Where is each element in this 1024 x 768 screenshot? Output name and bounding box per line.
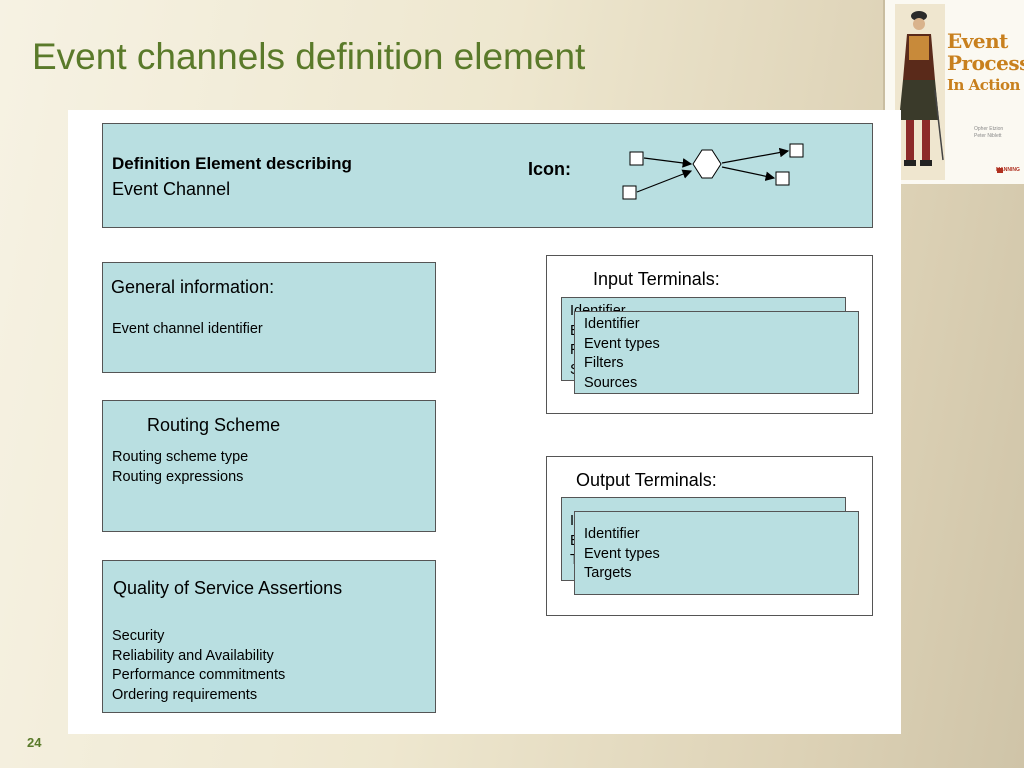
list-item: Performance commitments [112, 667, 286, 683]
output-terminal-list: Identifier Event types Targets [584, 525, 660, 584]
list-item: Event types [584, 545, 660, 562]
icon-label: Icon: [528, 159, 571, 179]
cover-authors: Opher Etzion Peter Niblett [974, 126, 1014, 140]
definition-title-rest: Event Channel [112, 179, 231, 199]
input-terminal-list: Identifier Event types Filters Sources [584, 315, 660, 393]
list-item: Identifier [584, 526, 640, 542]
book-cover-image: Event Processing In Action Opher Etzion … [883, 0, 1024, 184]
input-terminals-heading: Input Terminals: [593, 269, 720, 289]
routing-scheme-heading: Routing Scheme [147, 415, 281, 435]
page-number: 24 [27, 735, 42, 750]
general-info-box [102, 262, 436, 373]
routing-scheme-list: Routing scheme type Routing expressions [112, 448, 248, 487]
slide-title: Event channels definition element [32, 36, 586, 77]
cover-illustration [895, 4, 1003, 180]
list-item: Filters [584, 355, 624, 371]
qos-heading: Quality of Service Assertions [113, 578, 343, 598]
list-item: Ordering requirements [112, 686, 258, 703]
general-info-heading: General information: [111, 277, 275, 297]
input-terminal-card: Identifier Event types Filters Sources [574, 311, 859, 394]
list-item: Sources [584, 374, 638, 391]
list-item: Routing scheme type [112, 449, 249, 465]
qos-box [102, 560, 436, 713]
list-item: Security [112, 628, 165, 644]
cover-title: Event Processing In Action [947, 30, 1024, 96]
list-item: Identifier [584, 316, 640, 332]
event-channel-icon [622, 143, 804, 200]
cover-publisher: MANNING [996, 167, 1020, 173]
cover-author: Peter Niblett [974, 133, 1002, 139]
routing-scheme-box [102, 400, 436, 532]
list-item: Reliability and Availability [112, 647, 274, 664]
list-item: Routing expressions [112, 468, 244, 485]
definition-title-bold: Definition Element describing [112, 154, 352, 173]
cover-title-line: Processing [947, 51, 1024, 75]
cover-title-line: Event [947, 29, 1008, 53]
output-terminal-card: Identifier Event types Targets [574, 511, 859, 595]
output-terminals-heading: Output Terminals: [576, 470, 717, 490]
list-item: Event types [584, 335, 660, 352]
definition-header-box [102, 123, 873, 228]
general-info-item: Event channel identifier [112, 321, 263, 337]
cover-title-line: In Action [947, 76, 1020, 94]
list-item: Targets [584, 565, 632, 581]
cover-author: Opher Etzion [974, 126, 1004, 132]
qos-list: Security Reliability and Availability Pe… [112, 627, 285, 705]
